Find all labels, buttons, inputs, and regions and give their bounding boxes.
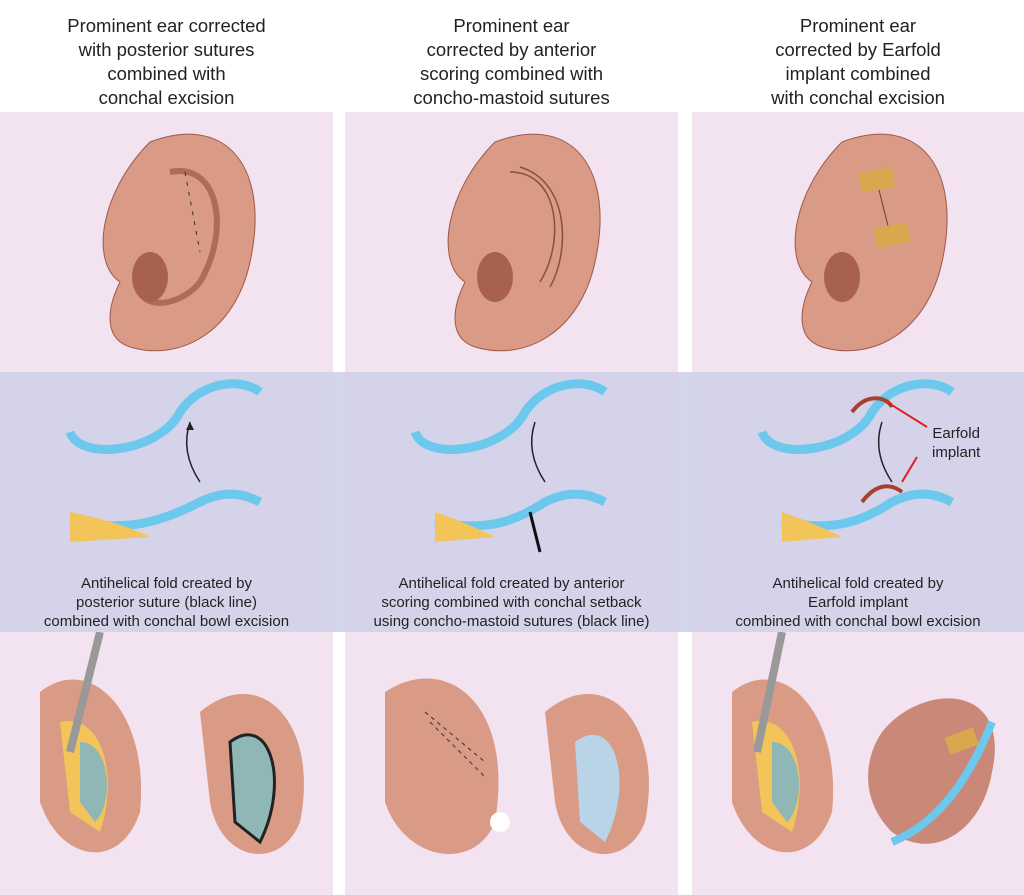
surgery-illustration xyxy=(385,678,649,855)
panel-anterior-scoring: Prominent ear corrected by anterior scor… xyxy=(345,0,678,895)
cross-section-diagram xyxy=(757,379,955,542)
section-bg xyxy=(345,372,678,632)
panel-earfold-implant: Prominent ear corrected by Earfold impla… xyxy=(692,0,1024,895)
panel-caption: Antihelical fold created by anterior sco… xyxy=(373,575,650,630)
panel-caption: Antihelical fold created by posterior su… xyxy=(43,575,290,630)
section-bg xyxy=(0,372,333,632)
panel-title: Prominent ear corrected with posterior s… xyxy=(67,15,266,108)
panel-caption: Antihelical fold created by Earfold impl… xyxy=(735,575,981,630)
surgery-illustration xyxy=(40,632,304,855)
ear-illustration xyxy=(102,133,256,352)
ear-illustration xyxy=(447,133,601,352)
panel-title: Prominent ear corrected by anterior scor… xyxy=(413,15,610,108)
cross-section-diagram xyxy=(65,379,263,542)
ear-illustration xyxy=(794,133,948,352)
panel-posterior-sutures: Prominent ear corrected with posterior s… xyxy=(0,0,333,895)
earfold-implant-label: Earfold implant xyxy=(932,425,981,461)
panel-title: Prominent ear corrected by Earfold impla… xyxy=(771,15,945,108)
section-bg xyxy=(692,372,1024,632)
cross-section-diagram xyxy=(410,379,608,553)
surgery-illustration xyxy=(732,632,996,853)
